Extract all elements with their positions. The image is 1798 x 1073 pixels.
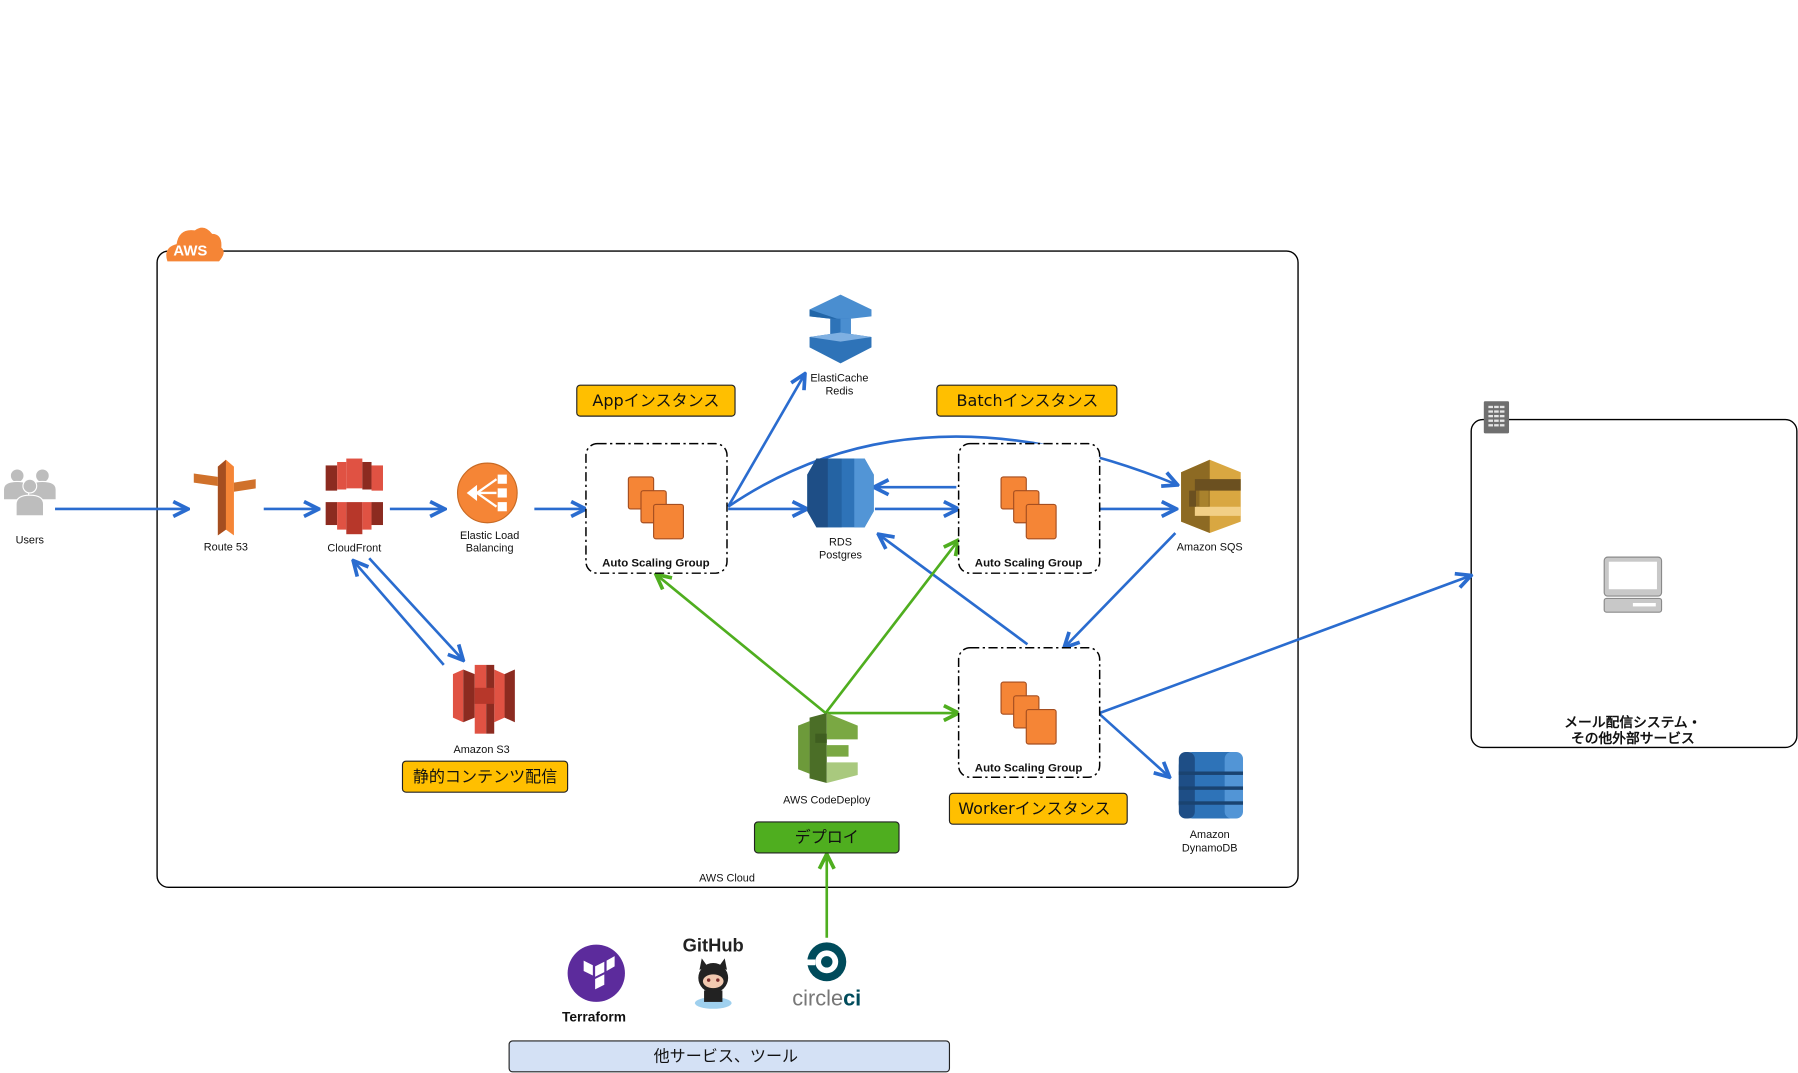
dynamodb-icon xyxy=(1178,752,1244,819)
terraform-logo: Terraform xyxy=(562,944,626,1024)
dynamodb-label-line2: DynamoDB xyxy=(1182,843,1238,855)
arrow-app-elasticache xyxy=(727,374,805,508)
rds-node: RDS Postgres xyxy=(807,458,874,561)
tag-batch: Batchインスタンス xyxy=(936,384,1118,417)
rds-label-line1: RDS xyxy=(829,537,852,549)
circleci-logo: circleci xyxy=(792,942,861,1010)
dynamodb-node: Amazon DynamoDB xyxy=(1178,752,1244,855)
aws-cloud-group: AWS AWS Cloud xyxy=(156,227,1299,888)
arrow-worker-rds xyxy=(878,534,1029,646)
arrow-cloudfront-s3 xyxy=(368,557,463,660)
route53-node: Route 53 xyxy=(193,459,256,553)
s3-label: Amazon S3 xyxy=(453,744,509,756)
elasticache-label-line1: ElastiCache xyxy=(810,373,868,385)
arrow-sqs-worker xyxy=(1064,532,1177,648)
external-service-title-line1: メール配信システム・ xyxy=(1564,714,1701,731)
ec2-instances-icon xyxy=(1000,476,1057,540)
arrow-s3-cloudfront xyxy=(353,561,445,666)
asg-app: Auto Scaling Group xyxy=(585,442,728,574)
arrow-codedeploy-batch xyxy=(824,540,959,714)
users-node: Users xyxy=(2,468,57,546)
circleci-label: circleci xyxy=(792,985,861,1010)
arrow-worker-dynamodb xyxy=(1098,713,1170,777)
aws-cloud-boundary xyxy=(156,250,1299,888)
tools-box: 他サービス、ツール xyxy=(508,1040,951,1073)
elasticache-node: ElastiCache Redis xyxy=(809,294,872,397)
users-label: Users xyxy=(16,534,45,546)
arrow-worker-external xyxy=(1099,575,1472,715)
tag-batch-text: Batchインスタンス xyxy=(957,391,1099,410)
asg-worker: Auto Scaling Group xyxy=(957,646,1101,778)
blue-connections xyxy=(55,374,1471,778)
codedeploy-label: AWS CodeDeploy xyxy=(783,795,871,807)
github-label: GitHub xyxy=(683,934,744,955)
users-icon xyxy=(2,468,57,517)
elb-label-line2: Balancing xyxy=(466,542,514,554)
elb-icon xyxy=(456,462,518,524)
elasticache-label-line2: Redis xyxy=(825,385,853,397)
elb-label-line1: Elastic Load xyxy=(460,530,519,542)
rds-icon xyxy=(807,458,874,528)
tag-static: 静的コンテンツ配信 xyxy=(401,760,569,793)
ec2-instances-icon xyxy=(627,476,684,540)
route53-icon xyxy=(193,459,256,536)
github-logo: GitHub xyxy=(683,934,744,1009)
arrow-app-sqs-curve xyxy=(727,435,1178,508)
tag-deploy-text: デプロイ xyxy=(795,828,859,847)
asg-app-label: Auto Scaling Group xyxy=(602,557,710,569)
asg-worker-label: Auto Scaling Group xyxy=(975,763,1083,775)
cloudfront-icon xyxy=(325,458,383,535)
tag-deploy: デプロイ xyxy=(753,821,900,854)
route53-label: Route 53 xyxy=(204,541,248,553)
aws-cloud-icon: AWS xyxy=(166,227,224,262)
s3-icon xyxy=(452,664,515,734)
arrow-codedeploy-app xyxy=(656,574,827,715)
sqs-label: Amazon SQS xyxy=(1177,541,1243,553)
aws-badge-text: AWS xyxy=(173,244,207,260)
dynamodb-label-line1: Amazon xyxy=(1190,829,1230,841)
rds-label-line2: Postgres xyxy=(819,549,862,561)
codedeploy-icon xyxy=(798,713,858,783)
external-service-title-line2: その他外部サービス xyxy=(1571,730,1695,747)
cloudfront-node: CloudFront xyxy=(325,458,383,554)
terraform-label: Terraform xyxy=(562,1009,626,1024)
codedeploy-node: AWS CodeDeploy xyxy=(783,713,871,807)
green-connections xyxy=(656,540,959,938)
aws-cloud-caption: AWS Cloud xyxy=(699,873,755,885)
elasticache-icon xyxy=(809,294,872,364)
tools-box-text: 他サービス、ツール xyxy=(654,1047,798,1066)
s3-node: Amazon S3 xyxy=(452,664,515,756)
external-service-group: メール配信システム・ その他外部サービス xyxy=(1470,401,1798,749)
tag-static-text: 静的コンテンツ配信 xyxy=(413,767,557,786)
asg-batch-label: Auto Scaling Group xyxy=(975,557,1083,569)
building-icon xyxy=(1483,401,1510,434)
tag-worker: Workerインスタンス xyxy=(948,792,1128,825)
cloudfront-label: CloudFront xyxy=(327,542,381,554)
tag-app-text: Appインスタンス xyxy=(592,391,719,410)
computer-icon xyxy=(1603,556,1663,613)
sqs-icon xyxy=(1181,459,1241,534)
tag-app: Appインスタンス xyxy=(576,384,736,417)
asg-batch: Auto Scaling Group xyxy=(957,442,1101,574)
tag-worker-text: Workerインスタンス xyxy=(958,799,1110,818)
sqs-node: Amazon SQS xyxy=(1177,459,1243,553)
elb-node: Elastic Load Balancing xyxy=(456,462,519,554)
ec2-instances-icon xyxy=(1000,681,1057,745)
